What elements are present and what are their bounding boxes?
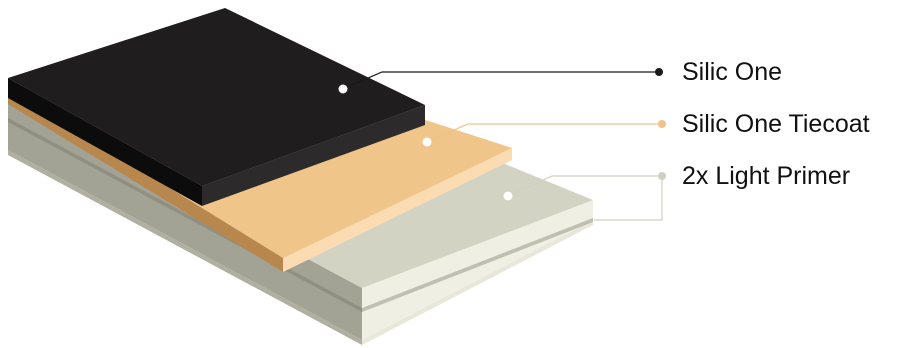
primer-right-stripe — [362, 218, 593, 312]
primer-right-face — [362, 200, 593, 340]
leader-line-tiecoat — [426, 123, 662, 143]
label-silic-one-tiecoat: Silic One Tiecoat — [682, 110, 870, 138]
primer-bottom-left-face — [8, 150, 362, 345]
primer-left-face — [8, 98, 362, 340]
tiecoat-marker — [658, 120, 666, 128]
silic-one-left-face — [8, 78, 202, 206]
silic-one-right-face — [202, 105, 425, 206]
silic-one-marker — [655, 68, 663, 76]
label-2x-light-primer: 2x Light Primer — [682, 162, 851, 190]
primer-point — [503, 191, 513, 201]
tiecoat-point — [422, 137, 432, 147]
primer-bottom-right-face — [362, 220, 593, 345]
silic-one-slab — [8, 8, 425, 206]
leader-line-silic-one — [342, 71, 659, 90]
label-silic-one: Silic One — [682, 58, 783, 86]
silic-one-point — [338, 84, 348, 94]
tiecoat-right-face — [283, 148, 512, 272]
silic-one-top-face — [8, 8, 425, 186]
primer-marker — [658, 172, 666, 180]
